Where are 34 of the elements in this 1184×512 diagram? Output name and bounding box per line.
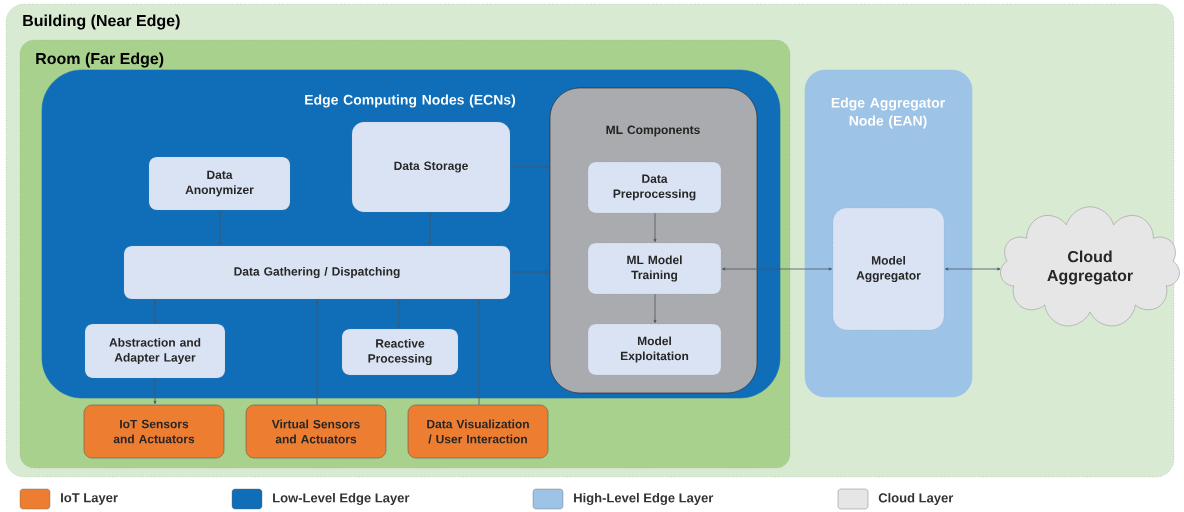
legend-label: IoT Layer [61, 493, 118, 505]
device-box: IoT Sensors and Actuators [83, 404, 225, 459]
arrow [153, 379, 157, 405]
panel-heading: Room (Far Edge) [36, 52, 164, 68]
process-box: Reactive Processing [341, 328, 459, 376]
device-box: Data Visualization / User Interaction [407, 404, 549, 459]
arrow [509, 165, 550, 169]
legend-label: Low-Level Edge Layer [273, 492, 410, 506]
device-box: Virtual Sensors and Actuators [245, 404, 387, 459]
aggregator-box: Model Aggregator [832, 207, 945, 331]
legend-label: High-Level Edge Layer [574, 492, 714, 506]
panel-heading: Building (Near Edge) [23, 14, 180, 30]
process-box: ML Model Training [587, 242, 722, 295]
arrow [218, 211, 222, 246]
panel-heading: Edge Computing Nodes (ECNs) [305, 94, 516, 108]
arrow [722, 267, 833, 271]
process-box: Data Anonymizer [148, 156, 291, 211]
arrow [945, 267, 1001, 271]
arrow [511, 270, 550, 274]
arrow [477, 300, 481, 406]
process-box: Abstraction and Adapter Layer [84, 323, 226, 379]
arrow [428, 213, 432, 246]
arrow [653, 293, 657, 324]
process-box: Data Gathering / Dispatching [123, 245, 511, 300]
arrow [153, 300, 157, 324]
legend-label: Cloud Layer [878, 492, 954, 506]
arrow [653, 212, 657, 243]
arrow [397, 300, 401, 329]
storage-box: Data Storage [351, 121, 511, 213]
panel-heading: Edge Aggregator Node (EAN) [831, 97, 945, 129]
process-box: Model Exploitation [587, 323, 722, 376]
arrow [315, 300, 319, 406]
panel-heading: ML Components [606, 125, 700, 137]
process-box: Data Preprocessing [587, 161, 722, 214]
